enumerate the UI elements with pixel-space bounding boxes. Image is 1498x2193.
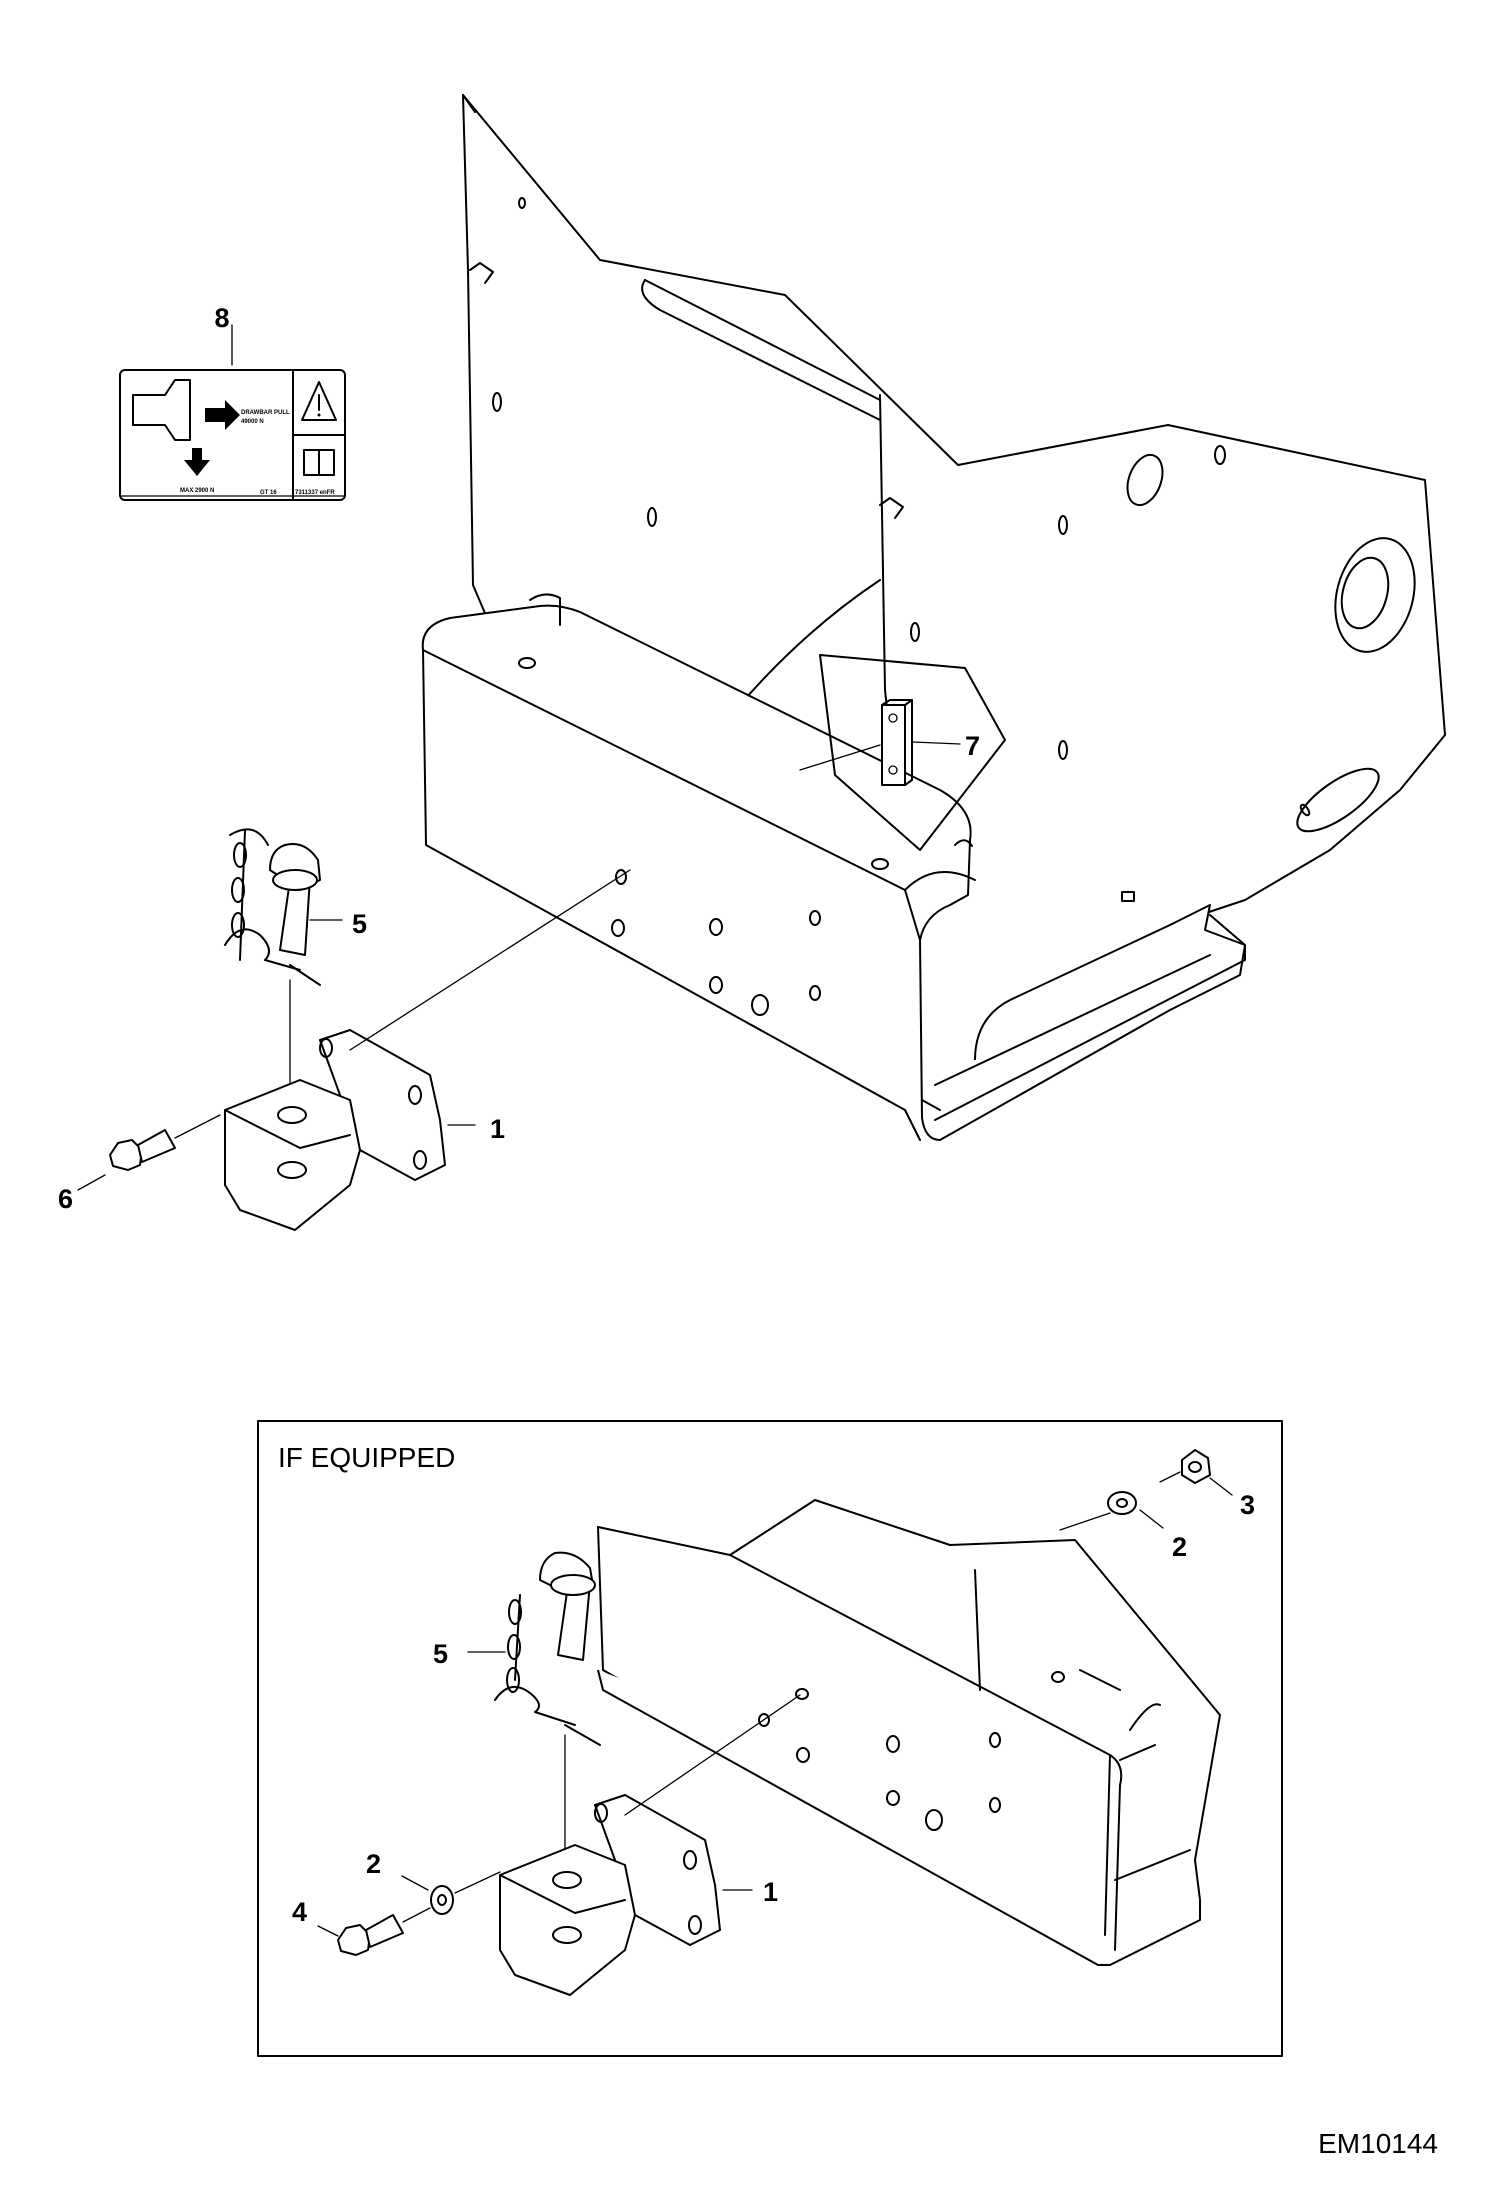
link-part-7 — [799, 654, 1006, 851]
callout-8: 8 — [214, 303, 229, 333]
callout-5: 5 — [352, 909, 367, 939]
inset-callout-4: 4 — [292, 1897, 307, 1927]
inset-callout-3: 3 — [1240, 1490, 1255, 1520]
decal-part-number-text: 7311337 enFR — [295, 490, 335, 496]
pin-part-5 — [224, 828, 321, 1086]
drawing-id: EM10144 — [1318, 2128, 1438, 2159]
callout-1: 1 — [490, 1114, 505, 1144]
inset-pin-part-5 — [467, 1551, 601, 1856]
decal-drawbar-pull-text: DRAWBAR PULL — [241, 410, 290, 416]
inset-hitch-part-1 — [499, 1694, 801, 1996]
inset-frame: IF EQUIPPED — [257, 1420, 1283, 2057]
inset-washer-part-2 — [1107, 1491, 1164, 1529]
inset-washer-left-part-2 — [401, 1871, 501, 1915]
decal-max-load-text: MAX 2900 N — [180, 488, 214, 494]
inset-callout-1: 1 — [763, 1877, 778, 1907]
inset-bolt-part-4 — [317, 1907, 431, 1956]
decal-drawbar-value-text: 49000 N — [241, 419, 264, 425]
inset-crossmember — [597, 1499, 1221, 1966]
callout-7: 7 — [965, 731, 980, 761]
inset-caption: IF EQUIPPED — [278, 1442, 455, 1473]
inset-callout-5: 5 — [433, 1639, 448, 1669]
inset-callout-2: 2 — [1172, 1532, 1187, 1562]
hitch-part-1 — [224, 869, 631, 1231]
callout-6: 6 — [58, 1184, 73, 1214]
inset-nut-part-3 — [1159, 1449, 1233, 1496]
bolt-part-6 — [77, 1114, 221, 1191]
decal-part-8: DRAWBAR PULL 49000 N MAX 2900 N GT 16 73… — [119, 324, 346, 501]
inset-callout-2-left: 2 — [366, 1849, 381, 1879]
decal-code-text: GT 16 — [260, 490, 277, 496]
chassis-frame — [421, 94, 1446, 1141]
